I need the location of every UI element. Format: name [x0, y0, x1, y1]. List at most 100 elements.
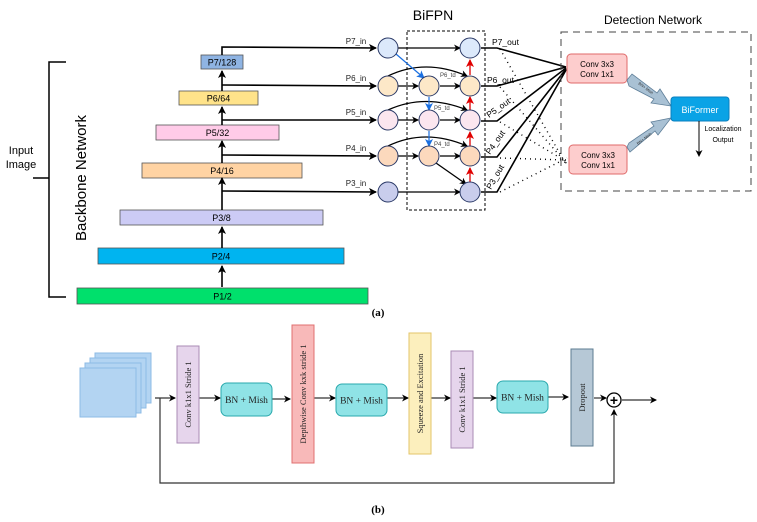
block-label: Dropout [577, 383, 587, 412]
conv-top-line1: Conv 3x3 [580, 60, 614, 69]
bifpn-node-output-p3 [459, 181, 481, 203]
input-image-label-line1: Input [9, 145, 33, 157]
backbone-level-label: P6/64 [207, 94, 231, 104]
bifpn-node-output-p5 [459, 109, 481, 131]
bifpn-node-output-p6 [459, 75, 481, 97]
conv-head-top: Conv 3x3 Conv 1x1 [566, 53, 628, 84]
block-bn-mish: BN + Mish [496, 380, 549, 414]
backbone-level-label: P2/4 [212, 252, 231, 262]
label-p7-out: P7_out [492, 37, 520, 47]
bifpn-node-input-p4 [377, 145, 399, 167]
line-p6-in [221, 81, 377, 90]
bifpn-node-input-p6 [377, 75, 399, 97]
bn-mish-arrow-top: BN+ Mish [626, 73, 672, 107]
backbone-level-p5: P5/32 [155, 124, 280, 141]
block-squeeze-and-excitation: Squeeze and Excitation [408, 332, 432, 455]
label-p5-in: P5_in [346, 108, 366, 117]
block-conv-k1x1-stride-1: Conv k1x1 Stride 1 [450, 350, 474, 449]
conv-bottom-line1: Conv 3x3 [581, 151, 615, 160]
bifpn-title: BiFPN [413, 7, 453, 23]
bn-mish-arrow-bottom: BN+ Mish [626, 117, 672, 153]
label-p5-out: P5_out [484, 96, 512, 120]
flow-lines [155, 393, 657, 484]
bifpn-node-input-p5 [377, 109, 399, 131]
conv-top-line2: Conv 1x1 [580, 70, 614, 79]
block-box [408, 332, 432, 455]
backbone-network-title: Backbone Network [73, 115, 90, 241]
label-p6-td: P6_td [440, 73, 456, 79]
backbone-level-box [76, 287, 369, 305]
bifpn-node-td-p6 [418, 75, 440, 97]
block-box [496, 380, 549, 414]
backbone-level-label: P5/32 [206, 128, 230, 138]
block-label: BN + Mish [225, 396, 268, 406]
label-p6-out: P6_out [487, 75, 515, 85]
block-box [570, 348, 594, 447]
bifpn-node-input-p7 [377, 37, 399, 59]
caption-a: (a) [372, 307, 385, 319]
line-p4-in [221, 151, 377, 160]
label-p4-td: P4_td [434, 142, 450, 148]
localization-label-line1: Localization [705, 126, 742, 133]
label-p7-in: P7_in [346, 37, 366, 46]
detection-network-boundary [560, 31, 752, 192]
backbone-level-p3: P3/8 [119, 209, 324, 226]
block-label: Conv k1x1 Stride 1 [183, 361, 193, 427]
label-p3-in: P3_in [346, 179, 366, 188]
backbone-level-label: P3/8 [212, 213, 231, 223]
feature-map-stack-icon [79, 352, 152, 418]
bifpn-topdown-arrows [395, 53, 433, 147]
block-label: Conv k1x1 Stride 1 [457, 366, 467, 432]
label-p4-in: P4_in [346, 144, 366, 153]
bifpn-node-td-p4 [418, 145, 440, 167]
block-depthwise-conv-kxk-stride-1: Depthwise Conv kxk stride 1 [291, 324, 315, 464]
backbone-level-box [178, 90, 259, 106]
block-label: BN + Mish [501, 394, 544, 404]
backbone-level-p1: P1/2 [76, 287, 369, 305]
label-p3-out: P3_out [484, 162, 506, 191]
label-p5-td: P5_td [434, 106, 450, 112]
detection-network-title: Detection Network [604, 13, 703, 27]
backbone-bracket [33, 61, 66, 298]
bifpn-node-td-p5 [418, 109, 440, 131]
figure-b: Conv k1x1 Stride 1 BN + Mish Depthwise Con… [79, 324, 657, 516]
backbone-level-label: P7/128 [208, 58, 237, 68]
conv-head-bottom: Conv 3x3 Conv 1x1 [568, 144, 628, 175]
line-p3-in [221, 187, 377, 196]
caption-b: (b) [371, 504, 385, 516]
sum-symbol: + [610, 392, 618, 408]
output-lines [481, 47, 567, 193]
block-label: BN + Mish [340, 397, 383, 407]
block-box [335, 383, 388, 417]
block-box [220, 382, 273, 417]
label-p4-out: P4_out [483, 128, 507, 156]
block-label: Squeeze and Excitation [415, 353, 425, 434]
conv-bottom-line2: Conv 1x1 [581, 161, 615, 170]
block-box [176, 345, 200, 444]
label-p6-in: P6_in [346, 74, 366, 83]
backbone-level-p2: P2/4 [97, 247, 345, 265]
backbone-level-label: P1/2 [213, 292, 232, 302]
block-box [291, 324, 315, 464]
lateral-input-lines [221, 43, 377, 196]
backbone-level-label: P4/16 [210, 166, 234, 176]
bifpn-node-output-p4 [459, 145, 481, 167]
biformer-block: BiFormer [670, 96, 730, 122]
input-image-label-line2: Image [6, 159, 37, 171]
figure-a: Input Image Backbone Network P7/128P6/64… [6, 7, 752, 319]
output-dotted-lines [499, 48, 568, 193]
block-sequence: Conv k1x1 Stride 1 BN + Mish Depthwise Con… [176, 324, 594, 464]
bifpn-node-input-p3 [377, 181, 399, 203]
biformer-label: BiFormer [681, 105, 718, 115]
backbone-level-box [155, 124, 280, 141]
block-bn-mish: BN + Mish [335, 383, 388, 417]
block-conv-k1x1-stride-1: Conv k1x1 Stride 1 [176, 345, 200, 444]
block-box [450, 350, 474, 449]
bifpn-connections [387, 44, 468, 196]
bifpn-node-output-p7 [459, 37, 481, 59]
bifpn-nodes [377, 37, 481, 203]
backbone-level-p7: P7/128 [200, 54, 244, 70]
block-label: Depthwise Conv kxk stride 1 [298, 344, 308, 443]
block-dropout: Dropout [570, 348, 594, 447]
